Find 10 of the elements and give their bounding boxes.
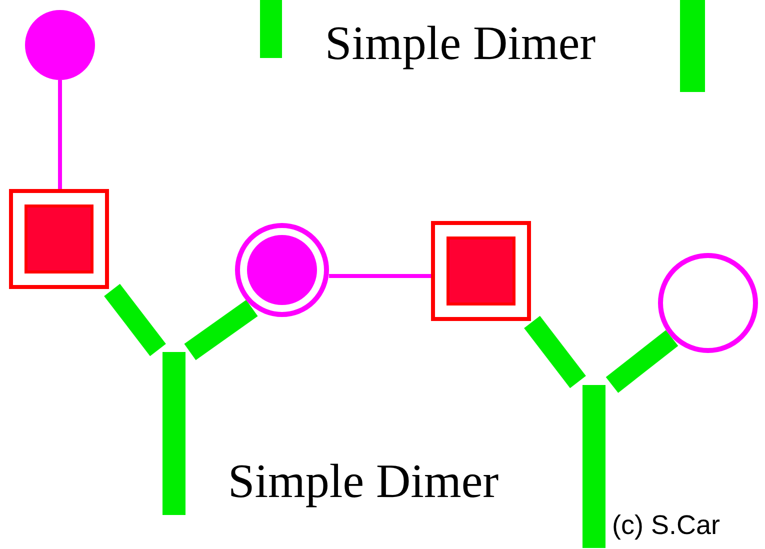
nested-square: [431, 221, 531, 321]
copyright-notice: (c) S.Car: [612, 512, 720, 539]
connector-line: [328, 274, 431, 278]
dimer-label: Simple Dimer: [228, 458, 499, 506]
nested-square: [9, 189, 109, 289]
connector-line: [58, 80, 62, 189]
dimer-label: Simple Dimer: [325, 20, 596, 68]
filled-circle: [25, 10, 95, 80]
empty-circle: [658, 253, 758, 353]
ringed-circle: [235, 223, 329, 317]
